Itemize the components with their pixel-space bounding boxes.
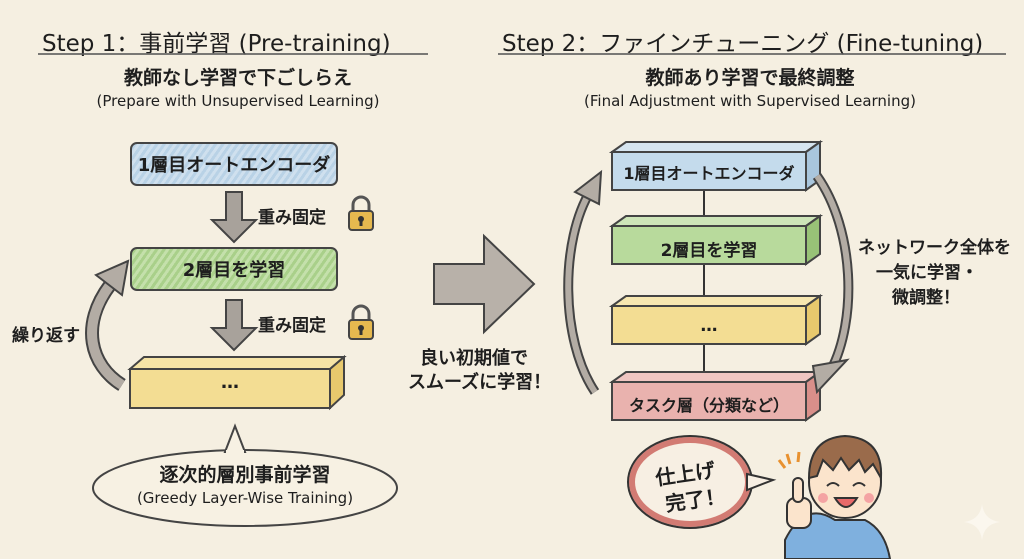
step2-subtitle-jp: 教師あり学習で最終調整: [645, 67, 855, 89]
speech-bubble: [92, 423, 398, 527]
freeze-label-2: 重み固定: [258, 316, 326, 336]
step2-layer-2-label: 2層目を学習: [660, 241, 758, 261]
speech-bubble-done: [627, 435, 777, 529]
curved-arrow-icon: [811, 173, 854, 395]
bubble-title-en: (Greedy Layer-Wise Training): [136, 489, 354, 507]
side-note-line-3: 微調整！: [892, 288, 960, 308]
step2-subtitle-en: (Final Adjustment with Supervised Learni…: [584, 92, 916, 110]
curved-arrow-icon: [85, 259, 130, 391]
lock-icon: [348, 195, 374, 231]
step2-title: Step 2：ファインチューニング (Fine-tuning): [502, 31, 984, 57]
step2-layer-1: [608, 140, 824, 192]
freeze-label-1: 重み固定: [258, 208, 326, 228]
step1-layer-1-label: 1層目オートエンコーダ: [137, 155, 331, 176]
step2-layer-4: [608, 370, 824, 422]
step2-layer-2: [608, 214, 824, 266]
lock-icon: [348, 304, 374, 340]
step1-layer-3-label: …: [221, 372, 239, 393]
big-right-arrow-icon: [433, 233, 536, 335]
step1-layer-1: 1層目オートエンコーダ: [130, 142, 338, 186]
down-arrow-icon: [209, 299, 259, 352]
step2-layer-4-label: タスク層（分類など）: [628, 396, 789, 415]
side-note-line-2: 一気に学習・: [876, 263, 978, 283]
side-note-line-1: ネットワーク全体を: [858, 238, 1011, 258]
curved-arrow-icon: [563, 169, 603, 395]
repeat-label: 繰り返す: [12, 326, 80, 346]
step1-layer-2: 2層目を学習: [130, 247, 338, 291]
step2-layer-1-label: 1層目オートエンコーダ: [623, 164, 795, 183]
transition-line-1: 良い初期値で: [420, 348, 528, 369]
step1-subtitle-en: (Prepare with Unsupervised Learning): [96, 92, 380, 110]
step1-layer-3: [127, 354, 347, 411]
step1-subtitle-jp: 教師なし学習で下ごしらえ: [123, 67, 352, 89]
bubble-title-jp: 逐次的層別事前学習: [159, 464, 331, 486]
step2-layer-3: [608, 294, 824, 346]
sparkle-icon: [964, 504, 1000, 540]
step1-title-underline: [38, 53, 428, 55]
step2-layer-3-label: …: [700, 316, 718, 336]
step1-title: Step 1：事前学習 (Pre-training): [42, 31, 391, 57]
transition-line-2: スムーズに学習！: [408, 372, 552, 393]
step2-stack-connectors: [703, 180, 705, 385]
down-arrow-icon: [209, 191, 259, 244]
step2-title-underline: [498, 53, 1006, 55]
step1-layer-2-label: 2層目を学習: [182, 260, 286, 281]
thumbs-up-boy: [777, 434, 892, 559]
